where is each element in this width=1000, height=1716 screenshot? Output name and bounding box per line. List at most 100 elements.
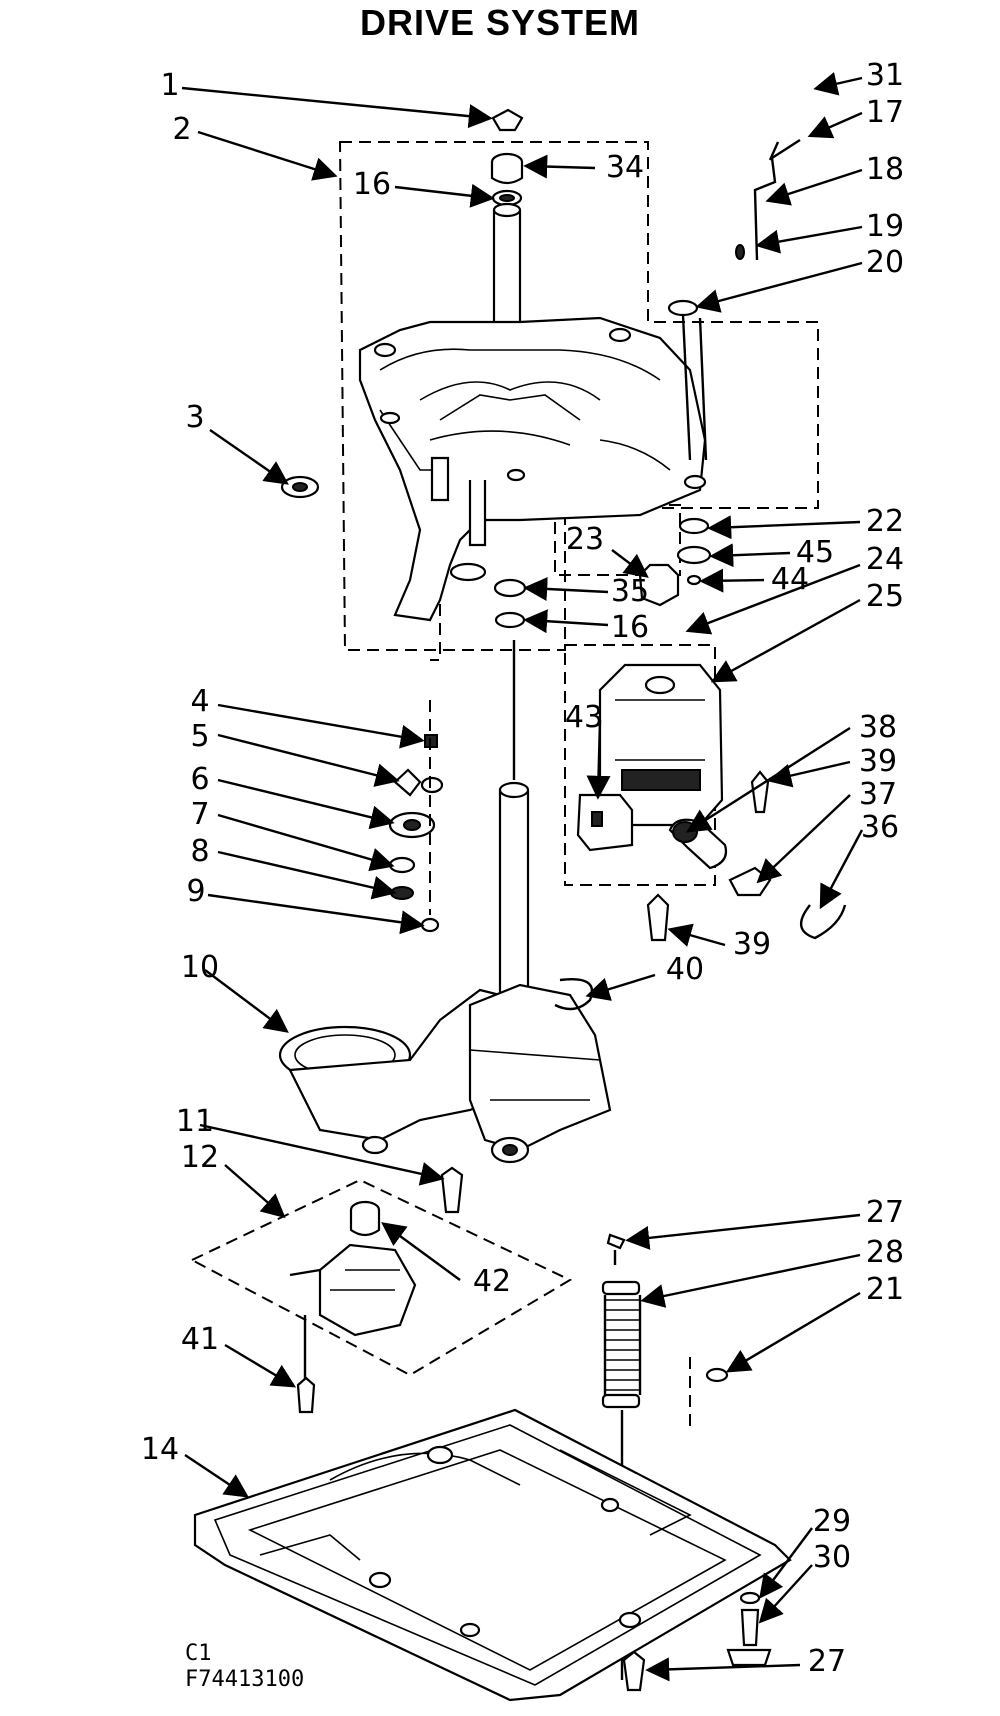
callout-34: 34	[605, 150, 645, 185]
pulley-23-part	[638, 563, 680, 607]
capacitor-38-part	[668, 818, 728, 870]
part-21	[705, 1367, 729, 1383]
callout-39: 39	[858, 744, 898, 779]
leader-25	[710, 598, 861, 683]
callout-27: 27	[865, 1195, 905, 1230]
callout-17: 17	[865, 95, 905, 130]
callout-41: 41	[180, 1322, 220, 1357]
footer-code-line-2: F74413100	[185, 1667, 305, 1692]
callout-8: 8	[190, 834, 210, 869]
callout-35: 35	[610, 574, 650, 609]
screw-27-lower	[622, 1650, 646, 1692]
leader-18	[765, 168, 863, 206]
callout-21: 21	[865, 1272, 905, 1307]
callout-7: 7	[190, 797, 210, 832]
callout-25: 25	[865, 579, 905, 614]
callout-20: 20	[865, 245, 905, 280]
clamp-36-part	[800, 904, 847, 940]
leader-19	[755, 225, 863, 254]
leader-45	[709, 543, 791, 568]
callout-30: 30	[812, 1540, 852, 1575]
leader-44	[699, 568, 765, 593]
callout-22: 22	[865, 504, 905, 539]
leader-37	[756, 794, 851, 884]
callout-2: 2	[172, 112, 192, 147]
leader-20	[695, 261, 863, 313]
callout-39: 39	[732, 927, 772, 962]
leader-23	[611, 549, 649, 578]
leader-41	[224, 1343, 297, 1388]
callout-18: 18	[865, 152, 905, 187]
transmission-housing	[358, 316, 707, 622]
drive-motor-part	[598, 663, 724, 827]
leader-12	[224, 1164, 286, 1219]
leader-39b	[667, 923, 726, 947]
timer-switch-12-part	[289, 1200, 417, 1337]
callout-11: 11	[175, 1104, 215, 1139]
leader-27a	[625, 1213, 861, 1250]
leader-34	[523, 154, 596, 179]
leader-9	[207, 893, 425, 935]
agitator-drive-group-box	[338, 141, 819, 651]
seal-16-part	[494, 611, 526, 629]
leader-39a	[767, 760, 851, 788]
leader-17	[807, 111, 863, 139]
callout-40: 40	[665, 952, 705, 987]
callout-4: 4	[190, 684, 210, 719]
callout-31: 31	[865, 58, 905, 93]
gearcase-assembly-10	[278, 978, 612, 1164]
bearing-35-part	[493, 578, 527, 598]
callout-38: 38	[858, 710, 898, 745]
leader-10	[204, 969, 289, 1033]
washer-3-part	[280, 475, 320, 499]
footer-code-line-1: C1	[185, 1641, 212, 1666]
drive-shaft-lower	[498, 640, 530, 1002]
shift-lever-rod	[735, 138, 801, 261]
callout-28: 28	[865, 1235, 905, 1270]
leader-2	[197, 130, 338, 181]
screw-41-part	[296, 1376, 316, 1414]
callout-24: 24	[865, 542, 905, 577]
callout-5: 5	[190, 719, 210, 754]
callout-45: 45	[795, 535, 835, 570]
screw-11-part	[440, 1166, 464, 1214]
screw-39-upper	[750, 770, 770, 814]
leader-14	[184, 1454, 249, 1498]
leader-7	[217, 813, 395, 872]
leader-11	[199, 1123, 445, 1186]
motor-group-box	[564, 644, 716, 886]
washer-20-part	[667, 299, 699, 317]
callout-10: 10	[180, 950, 220, 985]
leader-35	[523, 576, 609, 601]
callout-1: 1	[160, 68, 180, 103]
callout-19: 19	[865, 209, 905, 244]
capacitor-bracket-37-part	[728, 866, 772, 897]
leader-31	[813, 72, 863, 96]
leader-6	[217, 778, 395, 830]
callout-12: 12	[180, 1140, 220, 1175]
diagram-title: DRIVE SYSTEM	[359, 2, 641, 43]
callout-43: 43	[564, 700, 604, 735]
callout-3: 3	[185, 400, 205, 435]
callout-16: 16	[610, 610, 650, 645]
leader-40	[585, 973, 656, 1001]
timer-switch-group-box	[189, 1178, 573, 1377]
leader-28	[640, 1253, 861, 1308]
leader-4	[217, 703, 425, 749]
leader-29	[759, 1527, 813, 1599]
leader-1	[181, 86, 493, 129]
leader-30	[758, 1564, 813, 1624]
leader-3	[209, 429, 289, 485]
motor-switch-43-part	[576, 793, 634, 852]
leader-24	[685, 563, 861, 635]
screw-39-lower	[646, 893, 670, 942]
callout-16: 16	[352, 167, 392, 202]
leader-22	[707, 515, 861, 540]
leader-27b	[645, 1657, 801, 1682]
callout-23: 23	[565, 522, 605, 557]
callout-42: 42	[472, 1264, 512, 1299]
leader-21	[725, 1291, 861, 1373]
leader-36	[819, 829, 864, 910]
callout-14: 14	[140, 1432, 180, 1467]
